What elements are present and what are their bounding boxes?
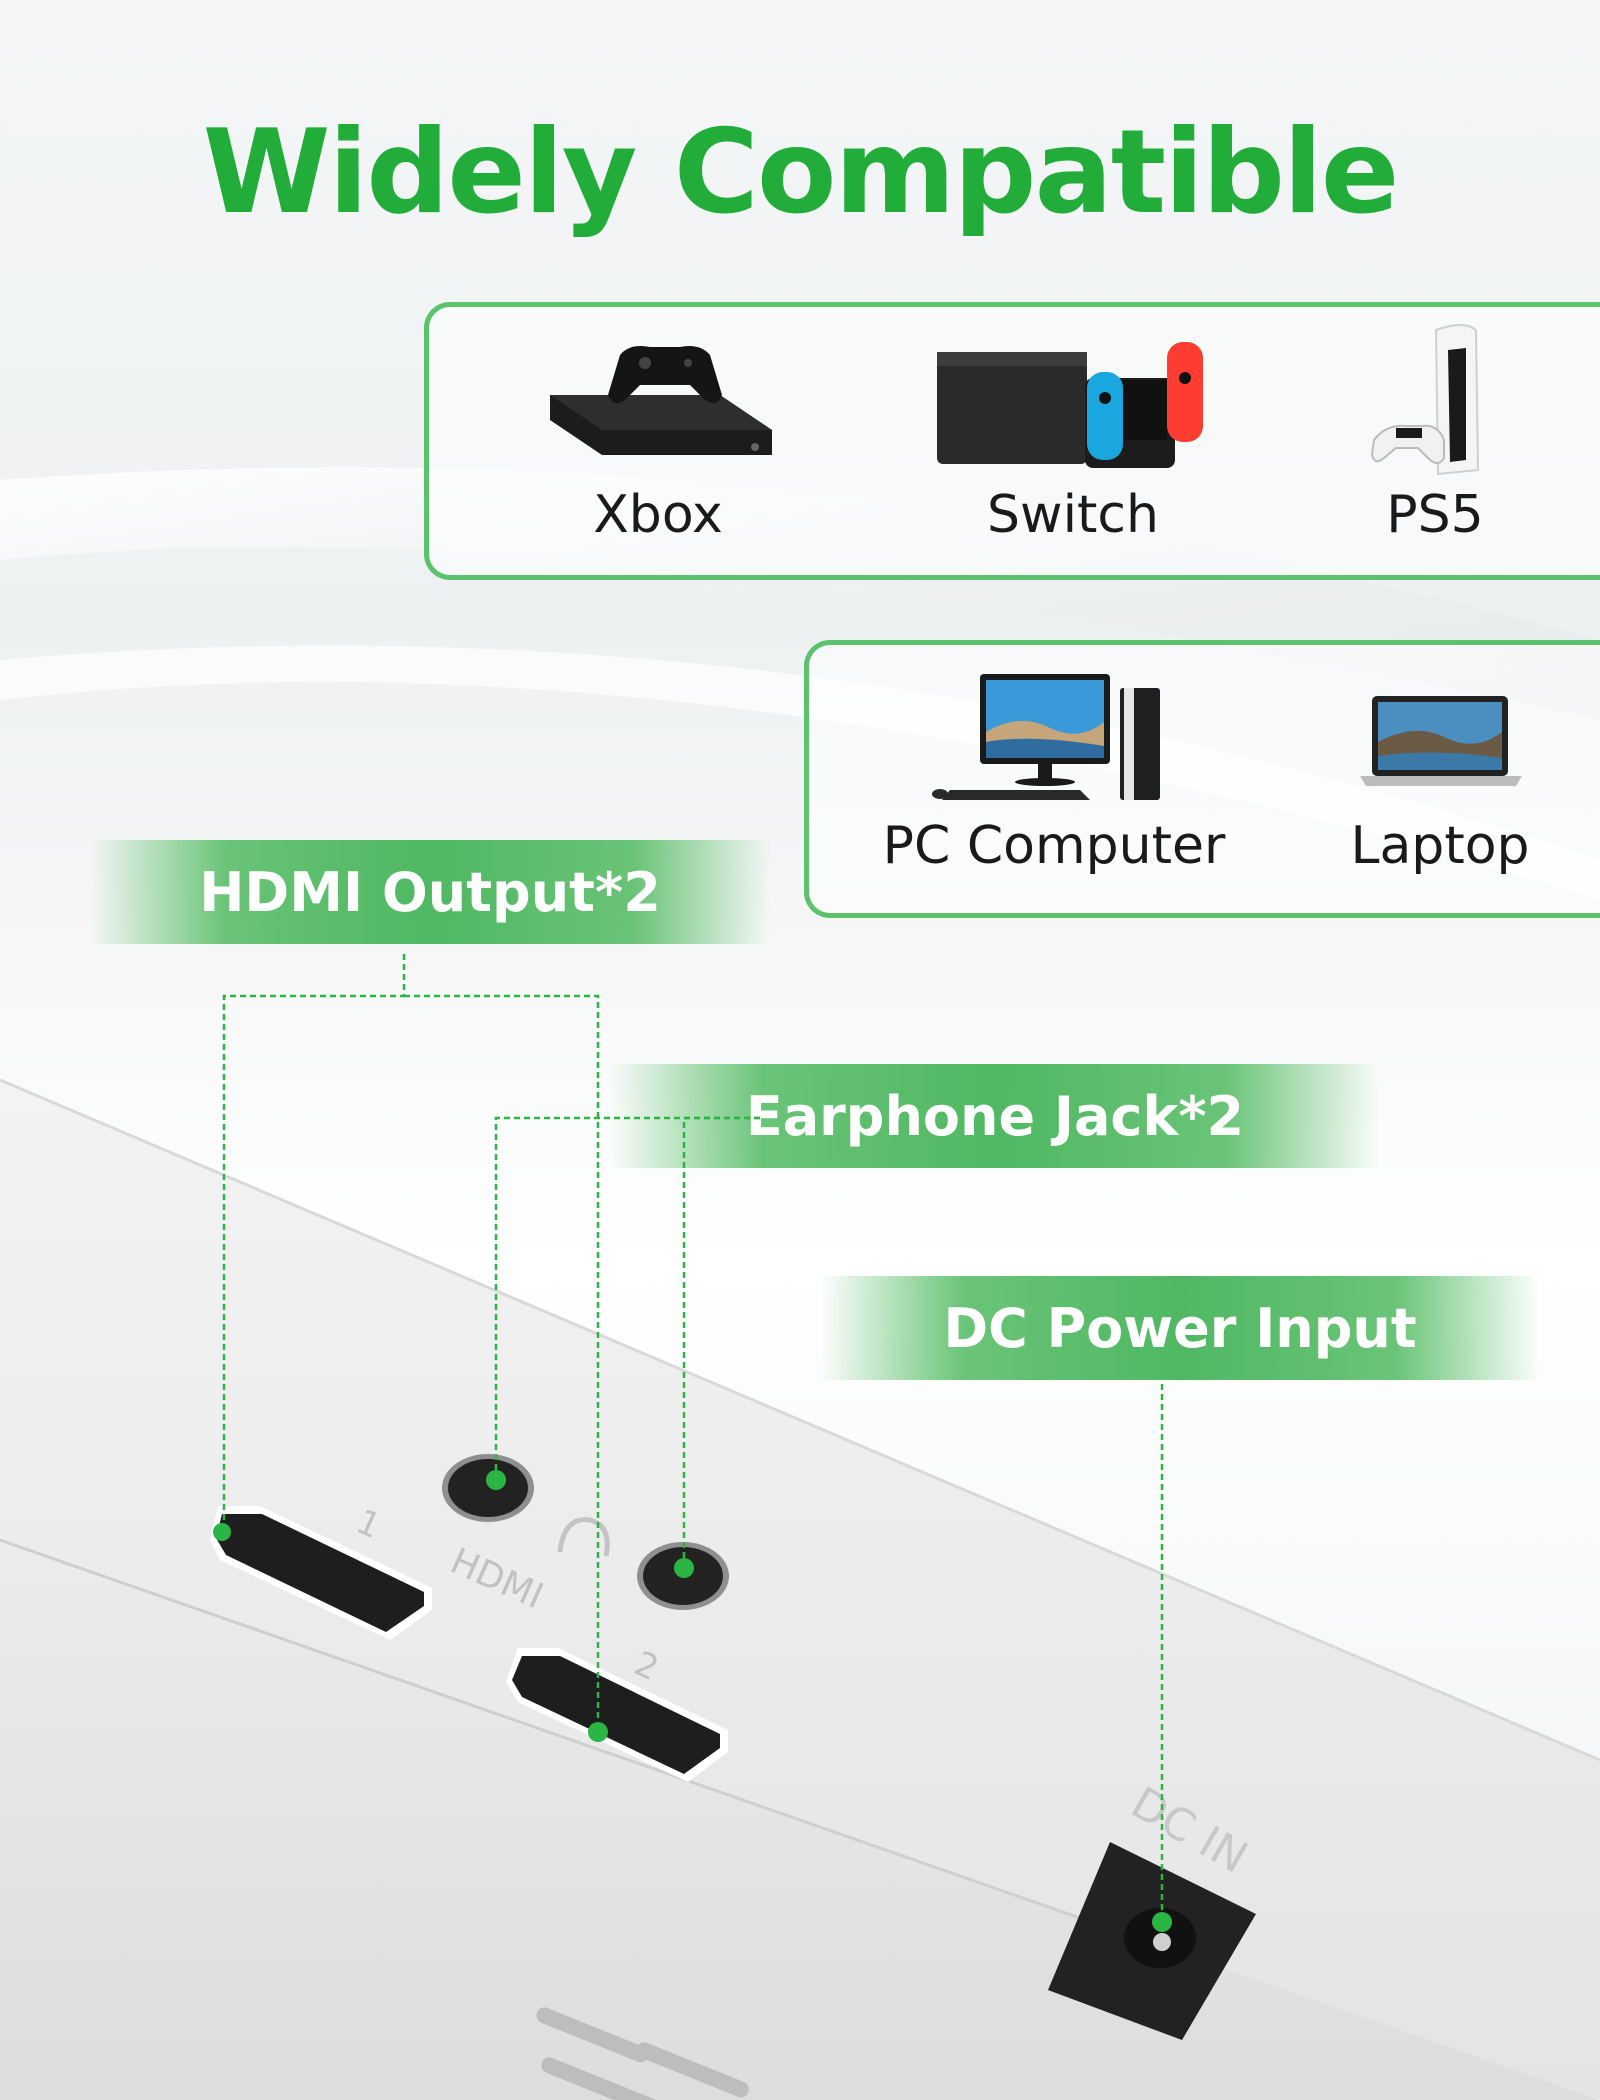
earphone-jack-label: Earphone Jack*2 <box>745 1084 1245 1148</box>
page-title: Widely Compatible <box>202 105 1400 240</box>
leader-dots <box>213 1470 1172 1932</box>
hdmi-port-1 <box>210 1506 432 1640</box>
hdmi-port-2 <box>506 1648 728 1782</box>
dc-in-port <box>1048 1842 1256 2040</box>
hdmi-port-1-label: 1 <box>350 1502 386 1547</box>
nintendo-switch-icon <box>937 342 1203 468</box>
device-label-ps5: PS5 <box>1386 485 1484 545</box>
device-label-xbox: Xbox <box>593 485 723 545</box>
hdmi-output-callout: HDMI Output*2 <box>90 840 770 944</box>
earphone-jack-callout: Earphone Jack*2 <box>610 1064 1380 1168</box>
hdmi-port-2-label: 2 <box>628 1644 664 1689</box>
ps5-console-icon <box>1370 324 1480 476</box>
device-label-switch: Switch <box>987 485 1159 545</box>
hdmi-output-label: HDMI Output*2 <box>199 860 661 924</box>
desktop-pc-icon <box>932 674 1160 800</box>
laptop-icon <box>1360 696 1522 786</box>
headphone-icon <box>557 1517 610 1557</box>
device-label-pc: PC Computer <box>882 816 1226 876</box>
leader-lines <box>222 954 1164 1920</box>
dc-power-label: DC Power Input <box>943 1296 1417 1360</box>
xbox-console-icon <box>550 346 772 455</box>
dc-power-callout: DC Power Input <box>820 1276 1540 1380</box>
earphone-jack-1 <box>442 1454 534 1522</box>
hdmi-engraved-label: HDMI <box>444 1541 549 1618</box>
vent-slots <box>536 2007 749 2100</box>
device-label-laptop: Laptop <box>1350 816 1530 876</box>
